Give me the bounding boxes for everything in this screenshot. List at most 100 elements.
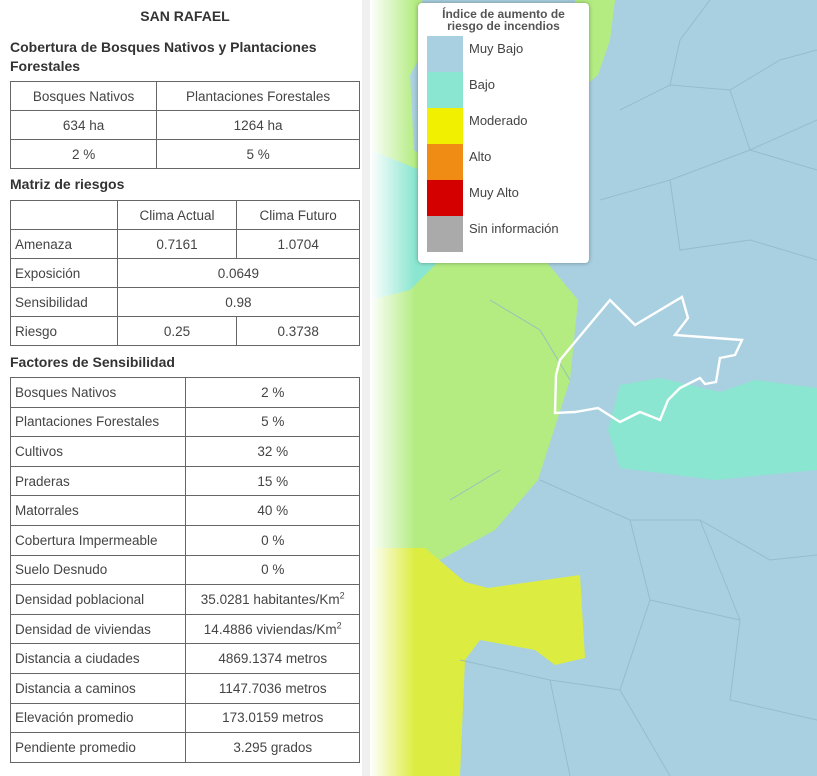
factor-label: Suelo Desnudo — [9, 554, 187, 586]
comuna-title: SAN RAFAEL — [140, 8, 230, 24]
factor-value: 15 % — [185, 465, 360, 497]
legend-swatch — [427, 36, 463, 72]
selected-comuna-outline — [553, 295, 744, 424]
amenaza-futuro: 1.0704 — [236, 229, 360, 259]
factor-label: Cobertura Impermeable — [9, 524, 187, 556]
factor-value: 32 % — [185, 436, 360, 467]
factor-value-text: 1147.7036 metros — [218, 680, 327, 696]
factor-value: 0 % — [185, 524, 360, 556]
factor-value-text: 0 % — [261, 562, 285, 578]
riesgo-label: Riesgo — [10, 316, 118, 346]
factor-label: Pendiente promedio — [9, 732, 187, 763]
header-clima-futuro: Clima Futuro — [236, 200, 360, 230]
factor-value: 5 % — [185, 406, 360, 438]
unit-exponent: 2 — [336, 620, 342, 631]
factor-value-text: 173.0159 metros — [222, 710, 324, 726]
table-row: Plantaciones Forestales 5 % — [9, 406, 360, 438]
cobertura-title: Cobertura de Bosques Nativos y Plantacio… — [10, 39, 317, 74]
riesgo-actual: 0.25 — [116, 316, 238, 346]
factor-value: 3.295 grados — [185, 732, 360, 763]
header-empty — [10, 200, 118, 230]
factor-label: Densidad poblacional — [9, 584, 187, 615]
sensibilidad-label: Sensibilidad — [10, 287, 118, 317]
factor-value: 14.4886 viviendas/Km2 — [185, 613, 360, 645]
factor-value-text: 40 % — [257, 503, 289, 519]
bosques-area: 634 ha — [9, 110, 158, 140]
factor-value-text: 5 % — [261, 414, 285, 430]
legend: Índice de aumento de riesgo de incendios… — [418, 3, 589, 263]
table-row: Exposición 0.0649 — [10, 258, 361, 288]
plantaciones-area: 1264 ha — [156, 110, 360, 140]
factor-label: Distancia a ciudades — [9, 643, 187, 674]
table-row: Riesgo 0.25 0.3738 — [10, 316, 360, 346]
legend-swatch — [427, 108, 463, 144]
header-plantaciones: Plantaciones Forestales — [156, 81, 360, 111]
factor-label: Bosques Nativos — [9, 377, 187, 408]
matriz-title: Matriz de riesgos — [10, 176, 125, 192]
map-fade-edge — [370, 0, 415, 776]
matriz-table: Clima Actual Clima Futuro Amenaza 0.7161… — [10, 200, 361, 346]
factor-label: Elevación promedio — [9, 702, 187, 734]
legend-item: Alto — [425, 144, 582, 180]
panel-divider — [362, 0, 370, 776]
factor-label: Plantaciones Forestales — [9, 406, 187, 438]
factor-value-text: 14.4886 viviendas/Km — [203, 621, 337, 637]
factor-value: 1147.7036 metros — [185, 672, 360, 704]
legend-item: Muy Bajo — [425, 36, 582, 72]
legend-label: Sin información — [469, 221, 559, 236]
legend-item: Bajo — [425, 72, 582, 108]
table-row: Pendiente promedio 3.295 grados — [9, 732, 360, 763]
amenaza-actual: 0.7161 — [116, 229, 238, 259]
exposicion-value: 0.0649 — [116, 258, 361, 288]
moderado-region[interactable] — [370, 548, 585, 776]
factor-value: 35.0281 habitantes/Km2 — [185, 584, 360, 615]
info-panel: SAN RAFAEL Cobertura de Bosques Nativos … — [0, 0, 370, 776]
header-clima-actual: Clima Actual — [116, 200, 238, 230]
factor-value-text: 3.295 grados — [233, 739, 313, 755]
exposicion-label: Exposición — [10, 258, 118, 288]
unit-exponent: 2 — [339, 590, 345, 601]
legend-label: Muy Bajo — [469, 41, 524, 56]
factor-value: 173.0159 metros — [185, 702, 360, 734]
legend-label: Muy Alto — [469, 185, 519, 200]
table-row: Distancia a caminos 1147.7036 metros — [9, 672, 360, 704]
table-row: Bosques Nativos Plantaciones Forestales — [9, 81, 360, 111]
factor-label: Distancia a caminos — [9, 672, 187, 704]
factores-title: Factores de Sensibilidad — [10, 354, 175, 370]
factor-label: Matorrales — [9, 495, 187, 526]
legend-item: Moderado — [425, 108, 582, 144]
factor-value: 40 % — [185, 495, 360, 526]
legend-label: Moderado — [469, 113, 528, 128]
factor-value: 2 % — [185, 377, 360, 408]
bajo-region-east[interactable] — [608, 378, 817, 480]
amenaza-label: Amenaza — [10, 229, 118, 259]
municipal-boundaries — [449, 0, 817, 776]
table-row: 634 ha 1264 ha — [9, 110, 360, 140]
legend-title-line2: riesgo de incendios — [447, 19, 560, 33]
table-row: Elevación promedio 173.0159 metros — [9, 702, 360, 734]
factor-label: Densidad de viviendas — [9, 613, 187, 645]
green-region-west[interactable] — [370, 0, 578, 575]
legend-title: Índice de aumento de riesgo de incendios — [425, 8, 582, 32]
factor-value-text: 32 % — [257, 443, 289, 459]
bosques-percent: 2 % — [9, 139, 158, 169]
factor-label: Praderas — [9, 465, 187, 497]
sensibilidad-value: 0.98 — [116, 287, 361, 317]
legend-swatch — [427, 72, 463, 108]
cobertura-table: Bosques Nativos Plantaciones Forestales … — [9, 81, 360, 169]
factor-value-text: 35.0281 habitantes/Km — [200, 591, 340, 607]
legend-item: Sin información — [425, 216, 582, 252]
legend-swatch — [427, 180, 463, 216]
table-row: Matorrales 40 % — [9, 495, 360, 526]
factor-value: 0 % — [185, 554, 360, 586]
factor-value: 4869.1374 metros — [185, 643, 360, 674]
legend-item: Muy Alto — [425, 180, 582, 216]
legend-swatch — [427, 144, 463, 180]
